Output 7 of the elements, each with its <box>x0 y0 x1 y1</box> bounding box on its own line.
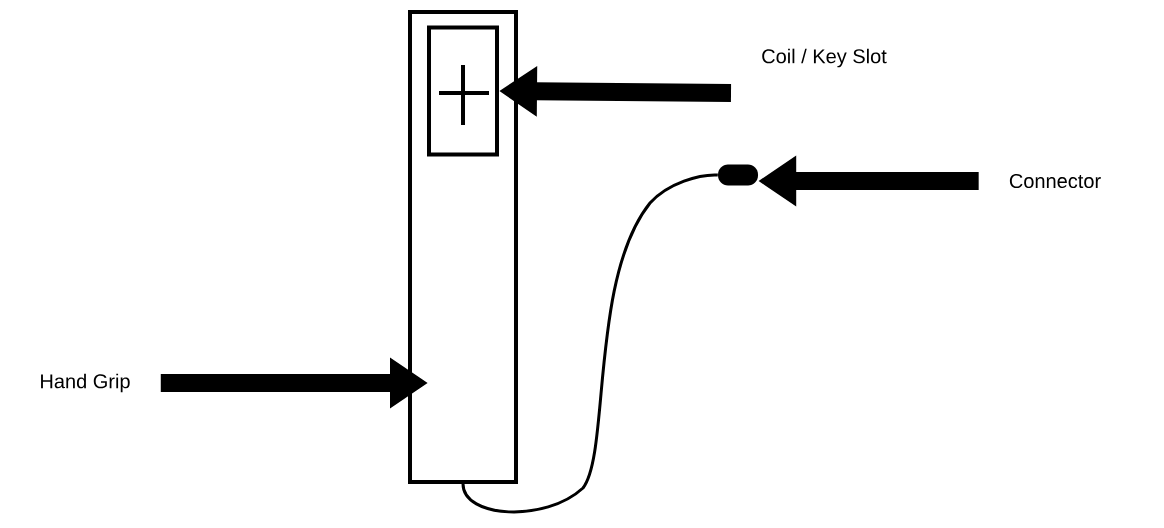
coil-slot <box>427 25 499 157</box>
callout-label: Coil / Key Slot <box>762 48 887 68</box>
cable <box>461 173 718 514</box>
callout-label: Connector <box>1009 173 1101 189</box>
connector-plug <box>718 164 758 186</box>
body-outline <box>408 10 518 484</box>
callout-label: Hand Grip <box>41 373 130 393</box>
